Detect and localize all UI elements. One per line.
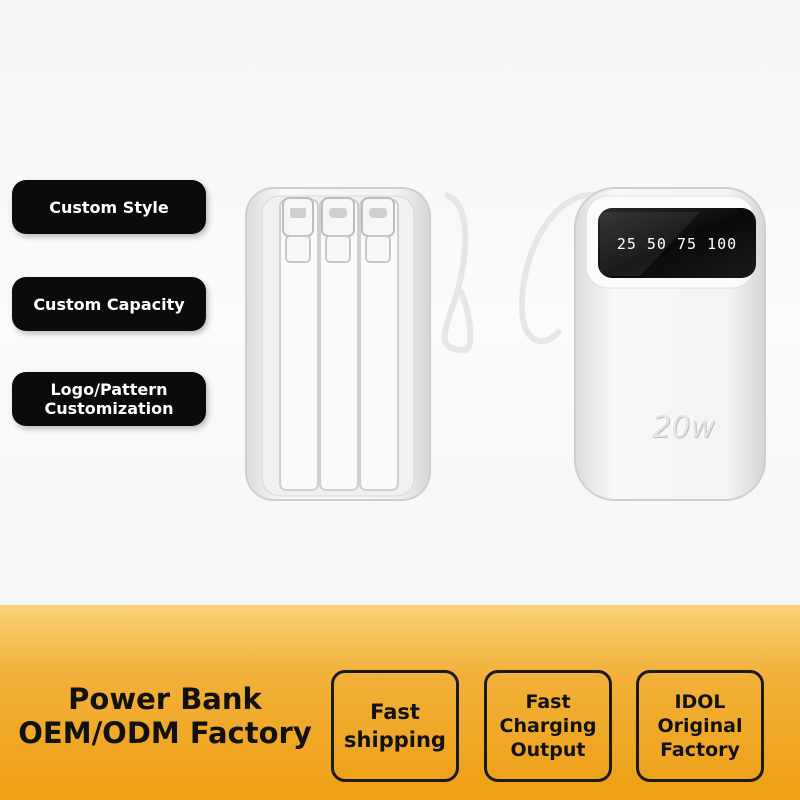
feature-custom-style: Custom Style: [12, 180, 206, 234]
power-bank-illustration: [245, 187, 766, 501]
badge-text: Fast shipping: [344, 700, 446, 752]
bottom-banner: [0, 605, 800, 800]
power-bank-front: [245, 187, 474, 501]
battery-display: 25 50 75 100: [616, 235, 738, 253]
banner-title-line1: Power Bank: [68, 682, 262, 716]
badge-text: IDOL Original Factory: [657, 691, 743, 761]
feature-custom-capacity: Custom Capacity: [12, 277, 206, 331]
feature-label: Logo/Pattern Customization: [44, 380, 174, 418]
banner-title: Power Bank OEM/ODM Factory: [0, 682, 330, 750]
feature-logo-customization: Logo/Pattern Customization: [12, 372, 206, 426]
badge-text: Fast Charging Output: [499, 691, 597, 761]
feature-label: Custom Style: [49, 197, 169, 217]
badge-original-factory: IDOL Original Factory: [636, 670, 764, 782]
badge-fast-shipping: Fast shipping: [331, 670, 459, 782]
wattage-label: 20w: [652, 410, 715, 445]
badge-fast-charging: Fast Charging Output: [484, 670, 612, 782]
banner-title-line2: OEM/ODM Factory: [18, 716, 312, 750]
power-bank-back: [518, 187, 766, 501]
feature-label: Custom Capacity: [33, 294, 185, 314]
